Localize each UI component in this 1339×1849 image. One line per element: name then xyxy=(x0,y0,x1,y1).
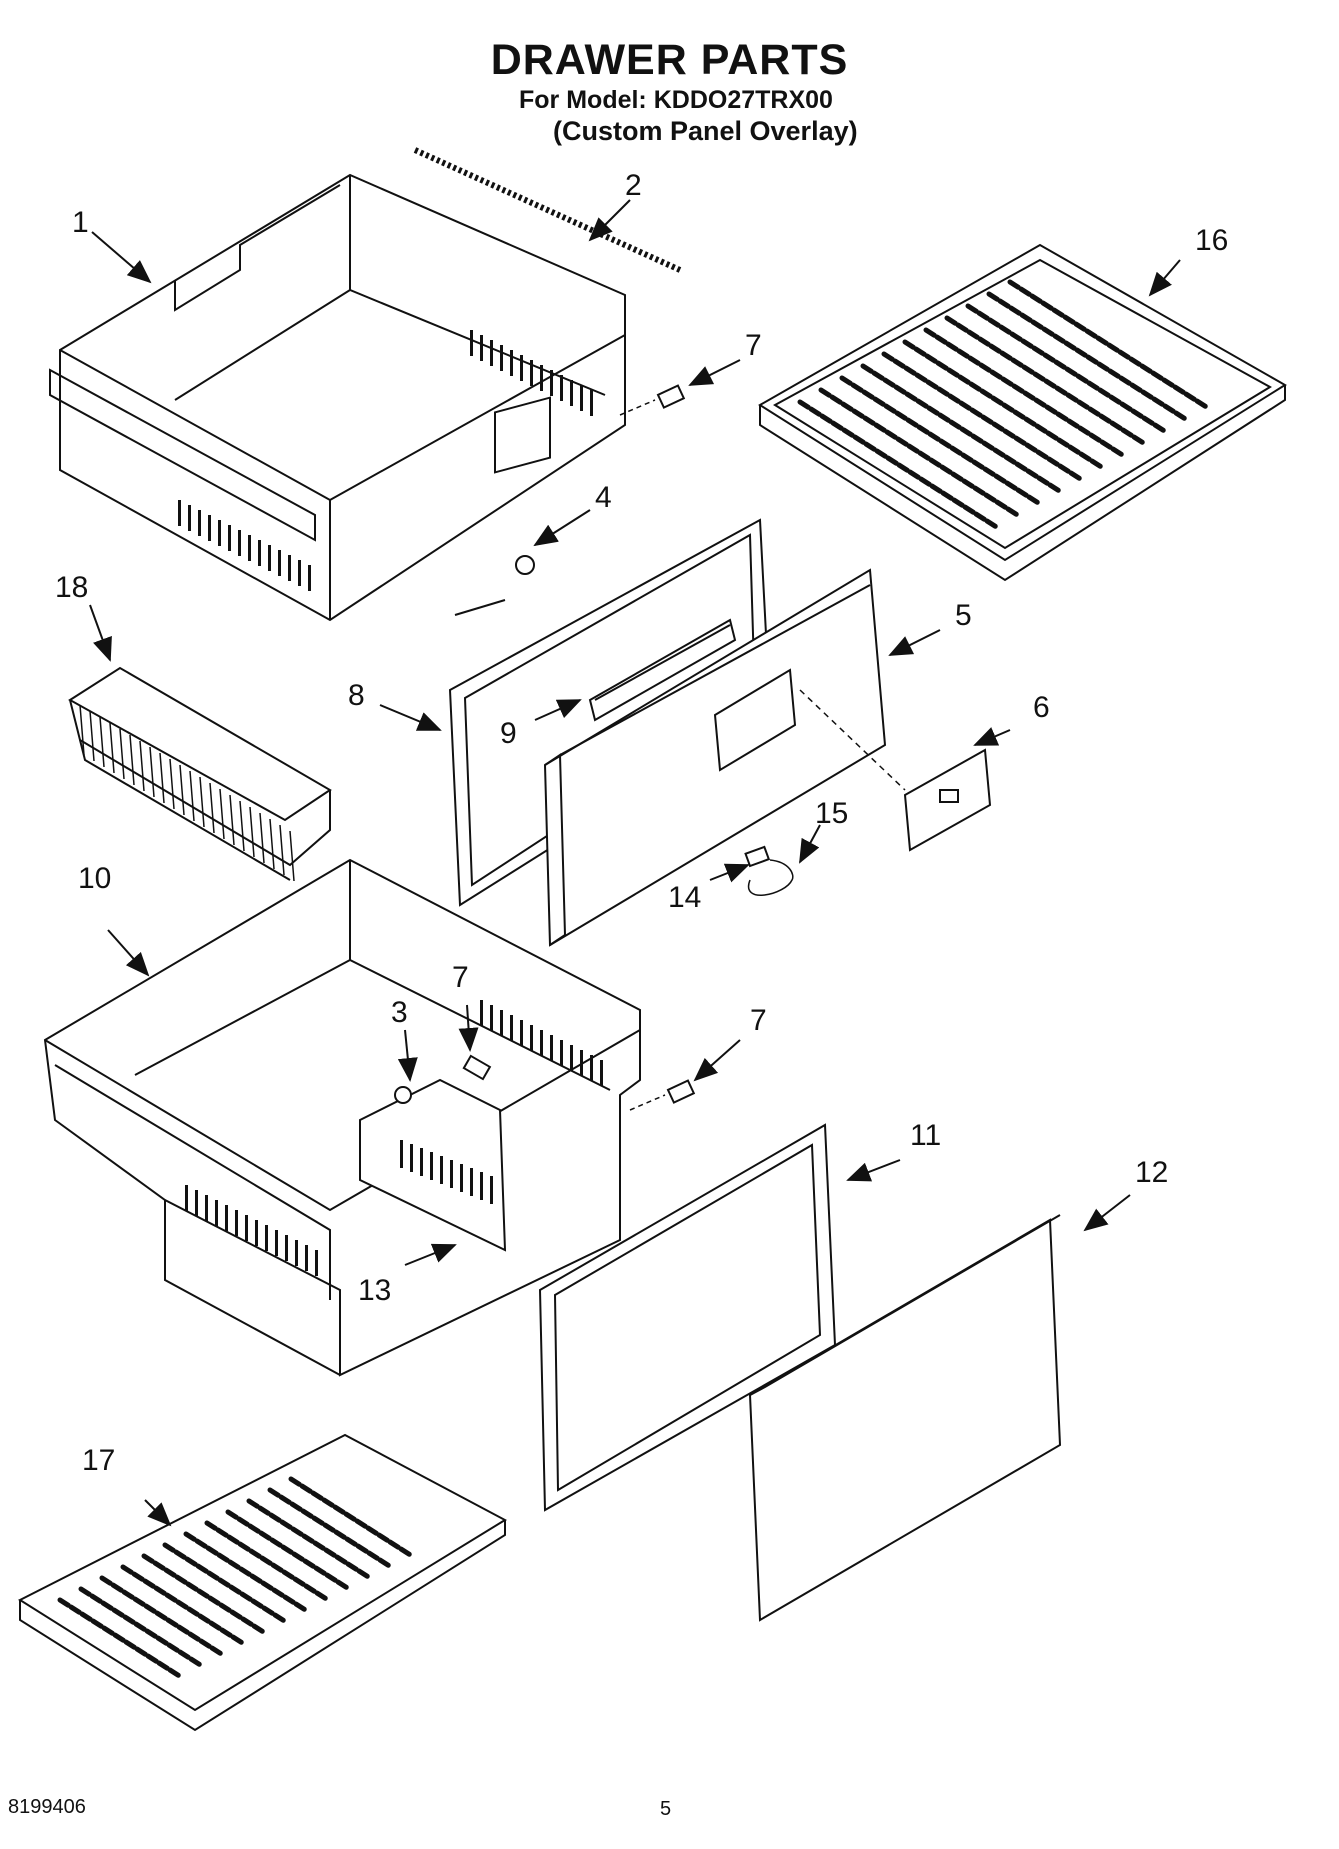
callout-1: 1 xyxy=(72,206,89,239)
vent-slots xyxy=(480,1000,603,1086)
callout-16: 16 xyxy=(1195,224,1228,257)
callout-17: 17 xyxy=(82,1444,115,1477)
part-7-screw xyxy=(629,1079,696,1111)
callout-12: 12 xyxy=(1135,1156,1168,1189)
callout-9: 9 xyxy=(500,717,517,750)
callout-7-upper: 7 xyxy=(745,329,762,362)
page-number: 5 xyxy=(660,1798,672,1820)
basket-wires xyxy=(79,704,295,882)
page-title: DRAWER PARTS xyxy=(490,36,849,84)
part-13-cover xyxy=(359,1078,507,1252)
part-15-cable xyxy=(747,859,794,896)
part-3-fastener xyxy=(394,1086,412,1104)
part-1-upper-drawer-bin xyxy=(49,173,626,622)
part-6-control-board xyxy=(799,689,992,852)
vent-slots xyxy=(178,500,311,591)
shelf-grid xyxy=(797,279,1208,529)
shelf-grid xyxy=(57,1476,412,1678)
vent-slots xyxy=(470,330,593,416)
callout-14: 14 xyxy=(668,881,701,914)
part-7-screw xyxy=(619,384,686,416)
callout-8: 8 xyxy=(348,679,365,712)
callout-7-lower-left: 7 xyxy=(452,961,469,994)
part-12-drawer-panel xyxy=(748,1214,1062,1622)
callout-13: 13 xyxy=(358,1274,391,1307)
callout-10: 10 xyxy=(78,862,111,895)
page-subtitle: (Custom Panel Overlay) xyxy=(553,116,858,146)
part-2-heater-cord xyxy=(413,147,682,273)
callout-5: 5 xyxy=(955,599,972,632)
part-4-latch xyxy=(454,396,551,616)
vent-slots xyxy=(400,1140,493,1204)
callout-18: 18 xyxy=(55,571,88,604)
callout-7-lower-right: 7 xyxy=(750,1004,767,1037)
part-17-shelf xyxy=(17,1433,508,1732)
vent-slots xyxy=(185,1185,318,1276)
callout-6: 6 xyxy=(1033,691,1050,724)
callout-11: 11 xyxy=(910,1119,941,1152)
part-10-lower-drawer-bin xyxy=(43,858,641,1377)
part-7-screw xyxy=(462,1054,492,1081)
part-16-shelf xyxy=(758,243,1287,582)
callout-4: 4 xyxy=(595,481,612,514)
document-number: 8199406 xyxy=(8,1796,86,1818)
part-18-basket xyxy=(68,666,332,882)
callout-3: 3 xyxy=(391,996,408,1029)
model-line: For Model: KDDO27TRX00 xyxy=(519,86,833,114)
part-9-control-panel xyxy=(594,624,731,701)
part-5-drawer-front xyxy=(543,568,887,947)
part-14-screw xyxy=(744,845,771,868)
callout-15: 15 xyxy=(815,797,848,830)
leader-arrows xyxy=(89,199,1181,1527)
callout-2: 2 xyxy=(625,169,642,202)
